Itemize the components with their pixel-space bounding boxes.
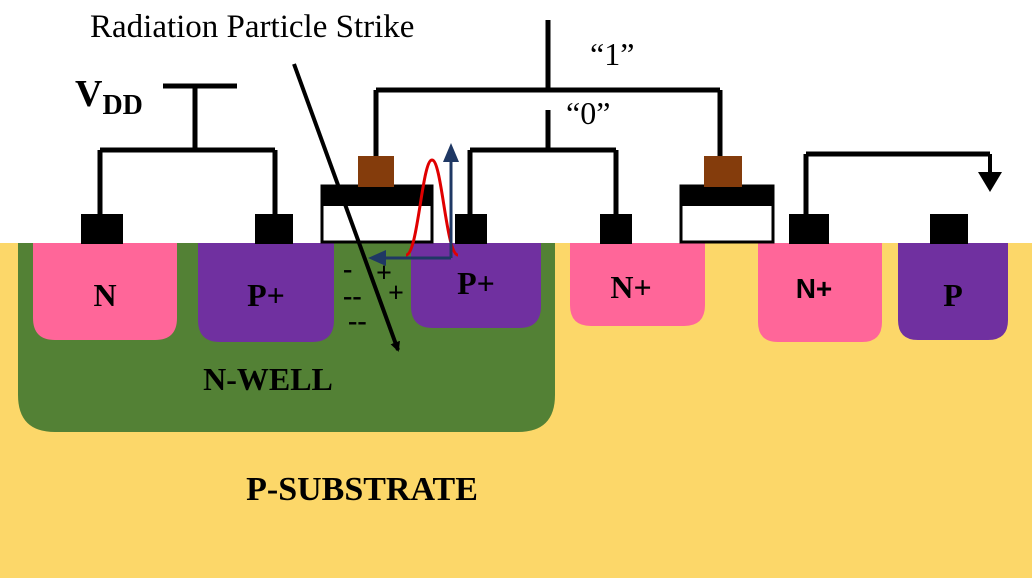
p-substrate-label: P-SUBSTRATE — [246, 471, 478, 508]
gate-contact — [358, 156, 394, 187]
contact-n-plus-left — [600, 214, 632, 244]
n-plus-diffusion-left — [570, 243, 705, 326]
charge-minus: - — [343, 254, 352, 285]
contact-n — [81, 214, 123, 244]
p-diffusion-region — [898, 243, 1008, 340]
contact-p-plus-left — [255, 214, 293, 244]
gate-contact — [704, 156, 742, 187]
current-arrow-horizontal-head — [368, 250, 386, 266]
charge-minus: -- — [348, 306, 367, 337]
logic-one-label: “1” — [590, 36, 634, 72]
vdd-label: VDD — [75, 73, 143, 121]
contact-p-plus-right — [455, 214, 487, 244]
current-arrow-vertical-head — [443, 143, 459, 162]
interconnect-wires — [97, 20, 990, 216]
particle-strike-arrow — [292, 63, 400, 352]
n-region-label: N — [93, 277, 116, 313]
ground-arrow-head — [978, 172, 1002, 192]
p-plus-diffusion-left — [198, 243, 334, 342]
p-plus-diffusion-right — [411, 243, 541, 328]
diffusion-contacts — [81, 214, 968, 244]
n-plus-diffusion-right — [758, 243, 882, 342]
charge-minus: -- — [343, 281, 362, 312]
n-diffusion-region — [33, 243, 177, 340]
n-plus-right-label: N+ — [796, 273, 833, 304]
logic-zero-label: “0” — [566, 95, 610, 131]
charge-plus: + — [376, 258, 392, 289]
charge-plus: + — [388, 278, 404, 309]
n-plus-left-label: N+ — [610, 269, 651, 305]
p-plus-left-label: P+ — [247, 277, 285, 313]
charge-carriers: - + -- + -- — [343, 254, 404, 337]
n-well-label: N-WELL — [203, 361, 333, 397]
p-plus-right-label: P+ — [457, 265, 495, 301]
contact-n-plus-right — [789, 214, 829, 244]
contact-p — [930, 214, 968, 244]
transient-pulse-curve — [405, 158, 459, 257]
p-region-label: P — [943, 277, 963, 313]
diagram-title: Radiation Particle Strike — [90, 9, 414, 45]
nmos-gate — [679, 156, 775, 244]
